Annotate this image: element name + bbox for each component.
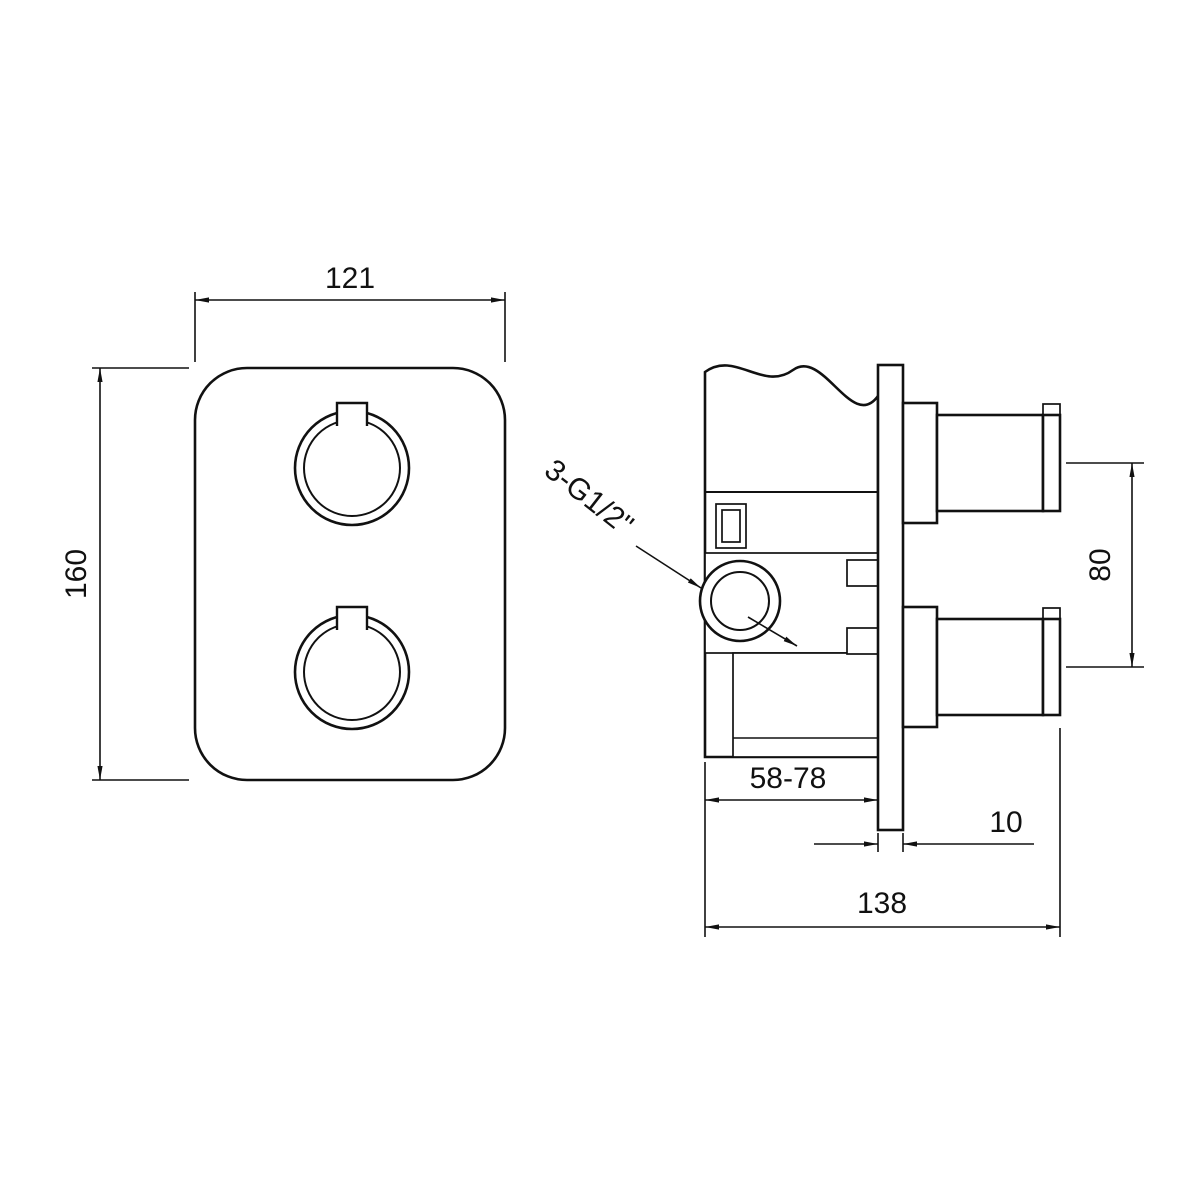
- knob-top: [293, 401, 411, 527]
- front-port: [698, 559, 782, 643]
- side-view: 3-G1/2" 80 58-78 10 1: [538, 363, 1144, 937]
- depth-range-value: 58-78: [750, 762, 827, 795]
- step-notch-upper: [846, 559, 879, 587]
- dimension-front-width: 121: [194, 262, 506, 362]
- thread-label: 3-G1/2": [538, 453, 639, 542]
- port-spacing-value: 80: [1084, 548, 1117, 581]
- dimension-port-spacing: 80: [1066, 462, 1144, 668]
- knob-bottom: [293, 605, 411, 731]
- front-plate-outline: [193, 366, 507, 782]
- knob-bottom-notch: [335, 605, 369, 630]
- wall-plate: [876, 363, 905, 832]
- front-width-value: 121: [325, 262, 375, 295]
- dimension-plate-thickness: 10: [814, 806, 1034, 852]
- bottom-connector: [901, 605, 1062, 729]
- plate-thickness-value: 10: [989, 806, 1022, 839]
- knob-top-notch: [335, 401, 369, 426]
- front-height-value: 160: [60, 549, 93, 599]
- mounting-boss-window: [721, 509, 741, 543]
- lower-block: [732, 652, 879, 758]
- top-connector: [901, 401, 1062, 525]
- dimension-depth-range: 58-78: [704, 762, 878, 937]
- front-view: 121 160: [60, 262, 507, 782]
- step-notch-lower: [846, 627, 879, 655]
- dimension-overall-depth: 138: [705, 728, 1061, 937]
- dimension-front-height: 160: [60, 367, 189, 781]
- overall-depth-value: 138: [857, 887, 907, 920]
